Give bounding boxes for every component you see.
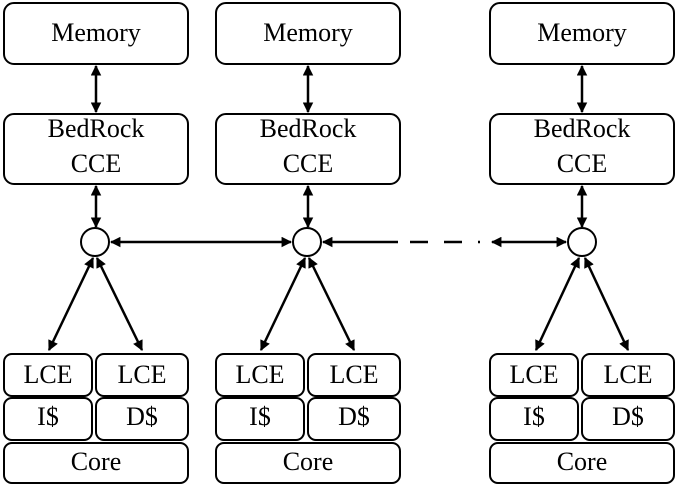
lce-right-label: LCE [117,360,166,389]
router-node [567,227,597,257]
dcache-block: D$ [307,397,401,441]
core-label: Core [283,447,334,476]
lce-right-label: LCE [329,360,378,389]
cce-label-line2: CCE [71,149,122,178]
column-0: Memory BedRock CCE LCE LCE I$ D$ Core [3,2,189,484]
memory-label: Memory [537,18,627,47]
dcache-label: D$ [612,402,644,431]
router-node [292,227,322,257]
lce-right-label: LCE [603,360,652,389]
core-block: Core [3,442,189,484]
lce-right-block: LCE [581,353,675,397]
lce-right-block: LCE [95,353,189,397]
dcache-label: D$ [126,402,158,431]
cce-block: BedRock CCE [3,113,189,185]
memory-label: Memory [263,18,353,47]
cce-label-line2: CCE [283,149,334,178]
lce-left-label: LCE [509,360,558,389]
memory-block: Memory [215,2,401,65]
memory-block: Memory [3,2,189,65]
column-1: Memory BedRock CCE LCE LCE I$ D$ Core [215,2,401,484]
icache-label: I$ [523,402,545,431]
dcache-block: D$ [581,397,675,441]
router-lce-right-link [583,257,630,351]
icache-block: I$ [215,397,305,441]
cce-label-line1: BedRock [48,114,145,143]
cce-block: BedRock CCE [215,113,401,185]
router-lce-left-link [534,257,581,351]
core-block: Core [215,442,401,484]
lce-left-label: LCE [235,360,284,389]
lce-left-block: LCE [215,353,305,397]
column-2: Memory BedRock CCE LCE LCE I$ D$ Core [489,2,675,484]
core-label: Core [557,447,608,476]
icache-block: I$ [489,397,579,441]
lce-right-block: LCE [307,353,401,397]
memory-label: Memory [51,18,141,47]
cce-label-line1: BedRock [260,114,357,143]
cce-label-line1: BedRock [534,114,631,143]
router-lce-right-link [95,257,144,351]
icache-block: I$ [3,397,93,441]
router-node [80,227,110,257]
router-lce-left-link [259,257,307,351]
lce-left-label: LCE [23,360,72,389]
lce-left-block: LCE [3,353,93,397]
dcache-label: D$ [338,402,370,431]
dcache-block: D$ [95,397,189,441]
core-label: Core [71,447,122,476]
router-lce-right-link [307,257,356,351]
core-block: Core [489,442,675,484]
icache-label: I$ [37,402,59,431]
cce-block: BedRock CCE [489,113,675,185]
memory-block: Memory [489,2,675,65]
cce-label-line2: CCE [557,149,608,178]
icache-label: I$ [249,402,271,431]
router-lce-left-link [47,257,95,351]
lce-left-block: LCE [489,353,579,397]
